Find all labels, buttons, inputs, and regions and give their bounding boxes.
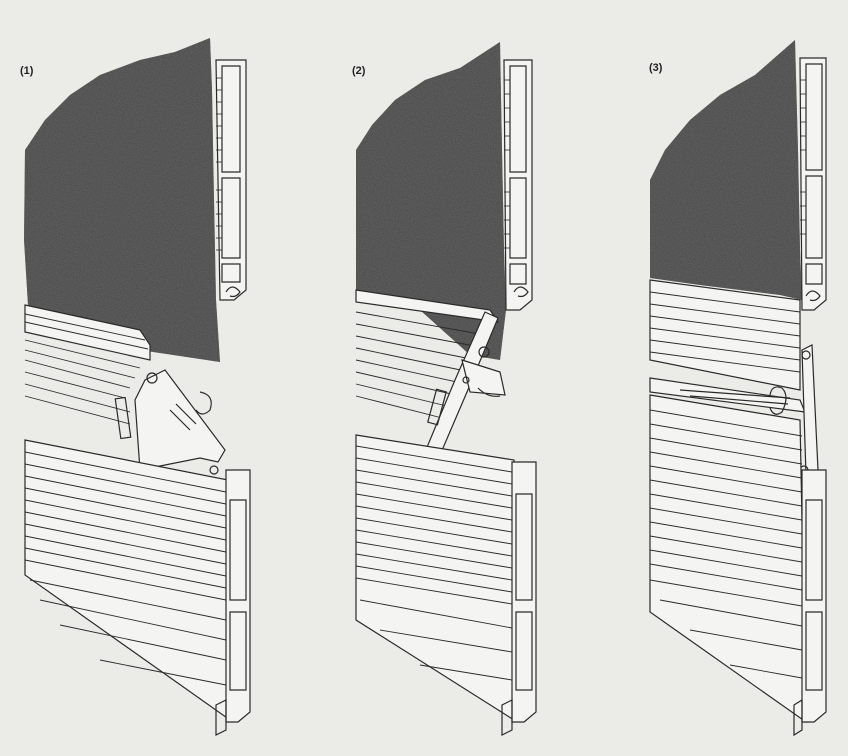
- lower-rail-1: [225, 469, 251, 723]
- insulation-block-1: [24, 38, 220, 362]
- vertical-rail-2: [503, 59, 533, 311]
- insulation-block-2: [356, 42, 506, 360]
- panel-label-2: (2): [352, 65, 366, 77]
- panel-label-1: (1): [20, 65, 34, 77]
- lower-panel-2: [355, 434, 515, 722]
- lower-rail-3: [801, 469, 827, 723]
- panel-3: [649, 40, 827, 737]
- panel-label-3: (3): [649, 62, 663, 74]
- upper-slat-2: [355, 289, 500, 323]
- insulation-block-3: [650, 40, 802, 300]
- panel-2: [355, 42, 537, 736]
- upper-slat-3: [649, 279, 801, 391]
- vertical-rail-1: [215, 59, 247, 301]
- panel-1: [24, 38, 251, 736]
- upper-slat-1: [24, 304, 151, 361]
- lower-rail-2: [511, 461, 537, 723]
